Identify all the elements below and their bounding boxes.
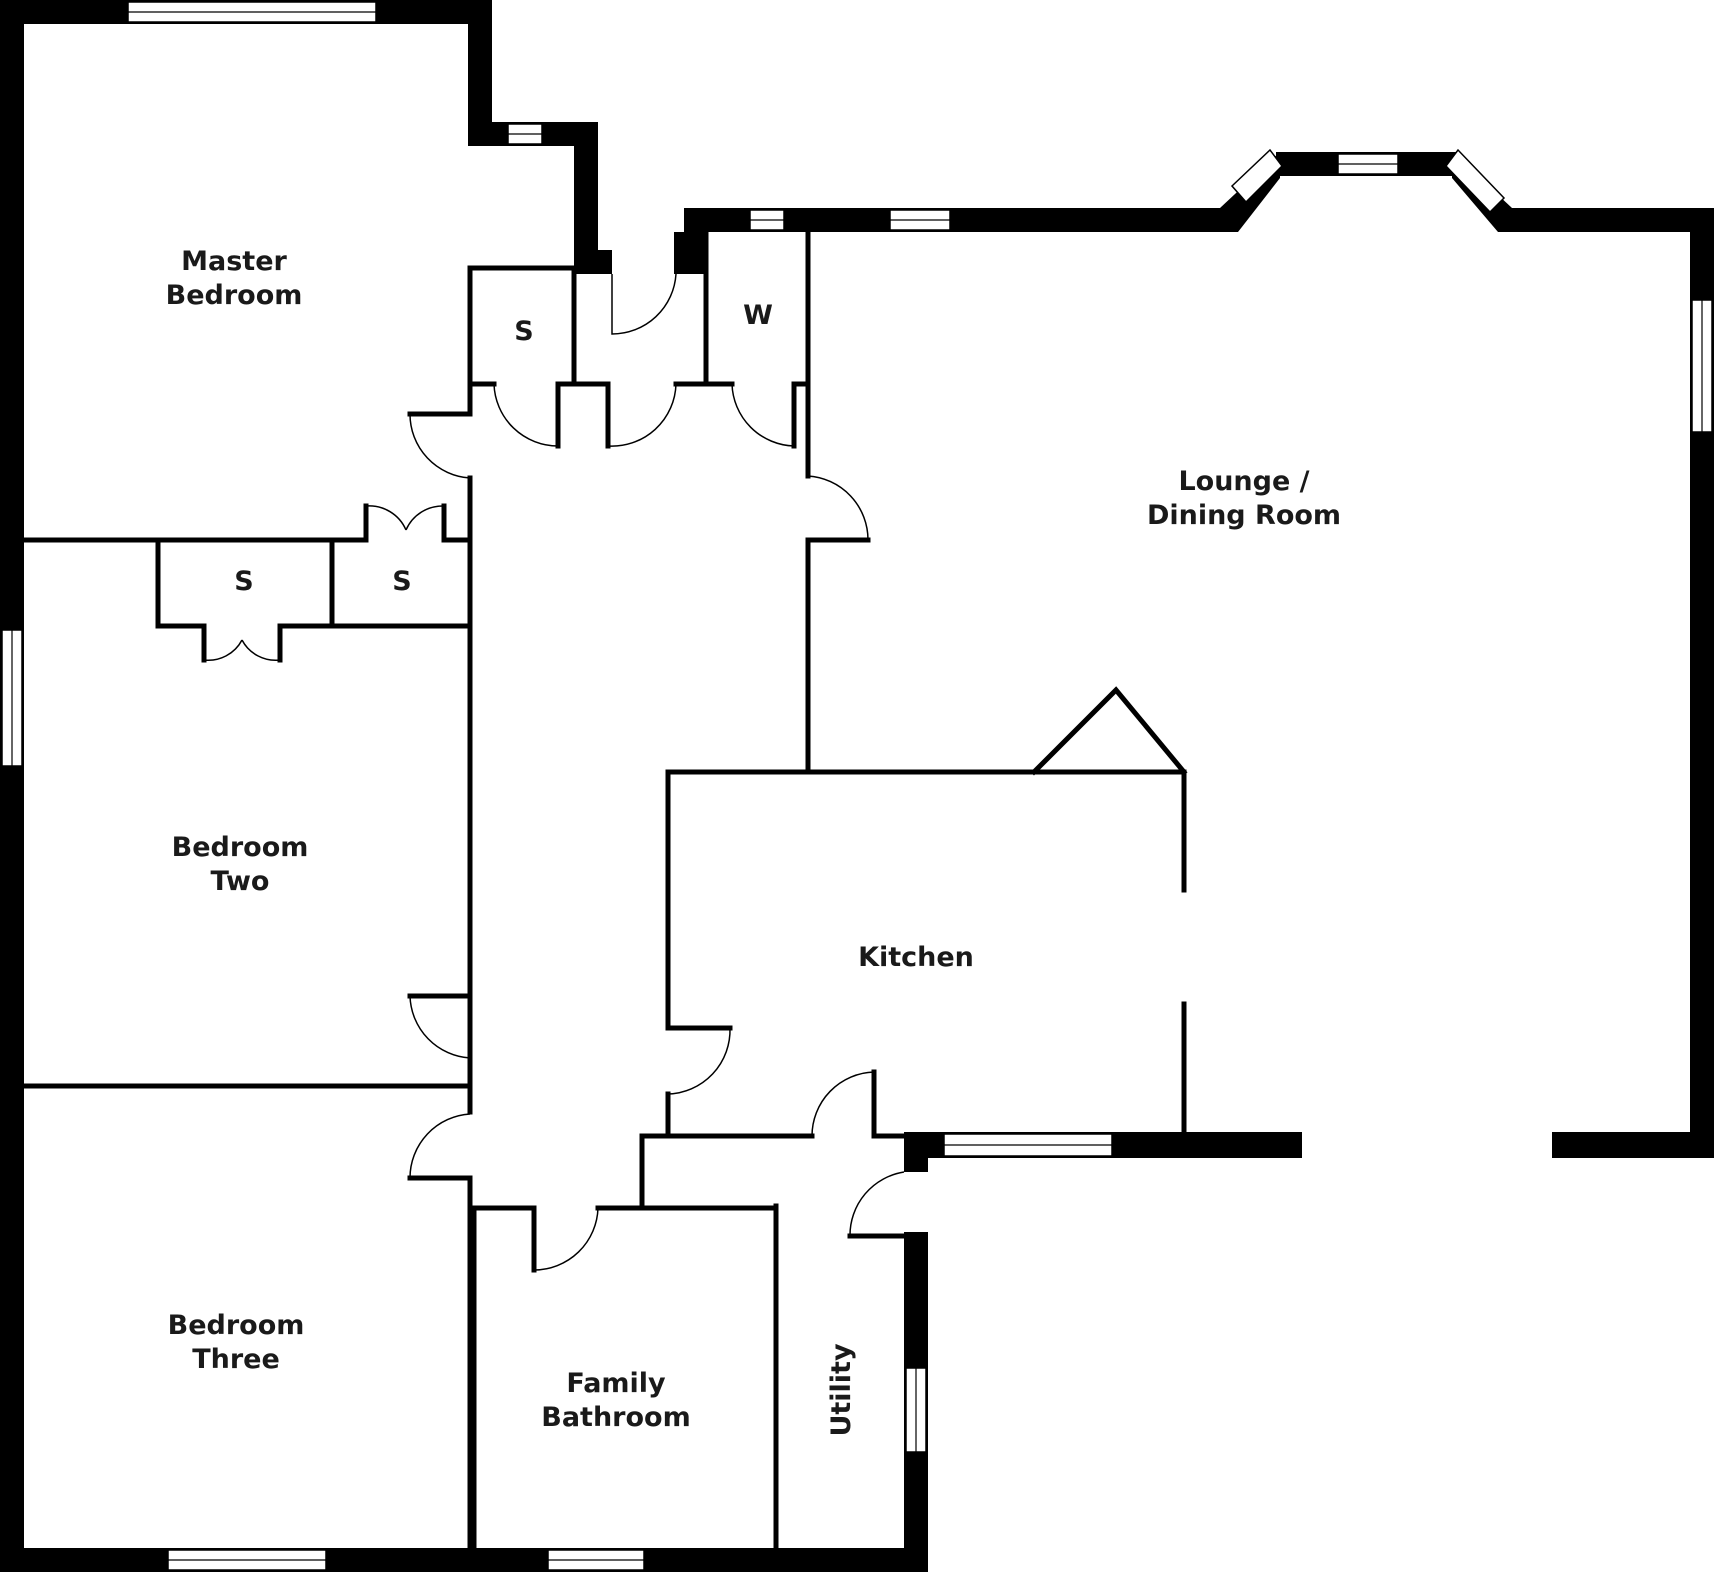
window-bay-left — [1230, 148, 1283, 204]
window-bay-right — [1445, 148, 1506, 214]
label-bedroom-two-line2: Two — [211, 866, 270, 897]
label-utility: Utility — [826, 1343, 857, 1437]
label-master-bedroom-line2: Bedroom — [166, 280, 303, 311]
label-master-bedroom-line1: Master — [181, 246, 287, 277]
label-bathroom-line2: Bathroom — [541, 1402, 690, 1433]
label-kitchen: Kitchen — [858, 942, 974, 973]
label-lounge-line2: Dining Room — [1147, 500, 1341, 531]
label-bathroom-line1: Family — [566, 1368, 666, 1399]
label-bedroom-three-line1: Bedroom — [168, 1310, 305, 1341]
doors — [203, 273, 905, 1271]
label-bedroom-three-line2: Three — [192, 1344, 280, 1375]
label-store-bed2-right: S — [392, 566, 411, 597]
label-bedroom-two-line1: Bedroom — [172, 832, 309, 863]
label-lounge-line1: Lounge / — [1178, 466, 1309, 497]
label-store-bed2-left: S — [234, 566, 253, 597]
label-store-hall: S — [514, 316, 533, 347]
label-wardrobe: W — [743, 300, 773, 331]
room-labels: Master Bedroom S W Lounge / Dining Room … — [166, 246, 1341, 1437]
interior-walls — [21, 229, 1188, 1551]
